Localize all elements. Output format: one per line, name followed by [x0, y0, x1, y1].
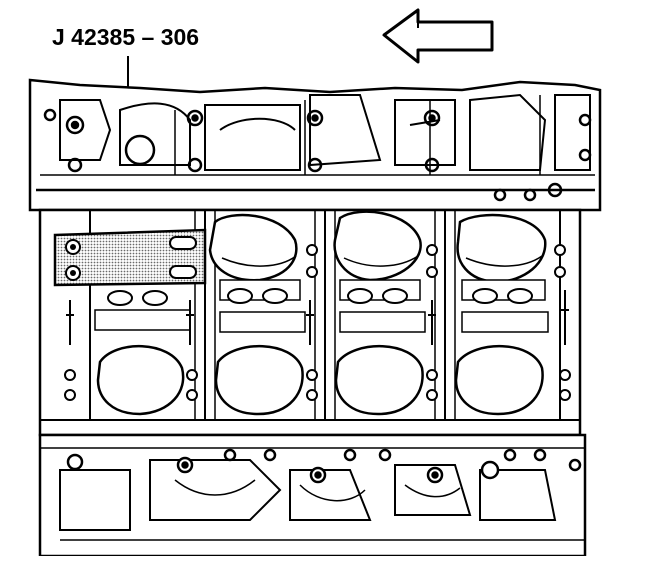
- tool-plate: [53, 228, 207, 287]
- oval-ports: [94, 288, 549, 333]
- lower-bores: [96, 344, 544, 416]
- upper-bores: [208, 210, 547, 301]
- tool-callout-label: J 42385 – 306: [52, 24, 200, 50]
- lower-crankcase: [38, 433, 587, 558]
- direction-arrow-icon: [382, 8, 494, 64]
- upper-deck: [28, 78, 602, 212]
